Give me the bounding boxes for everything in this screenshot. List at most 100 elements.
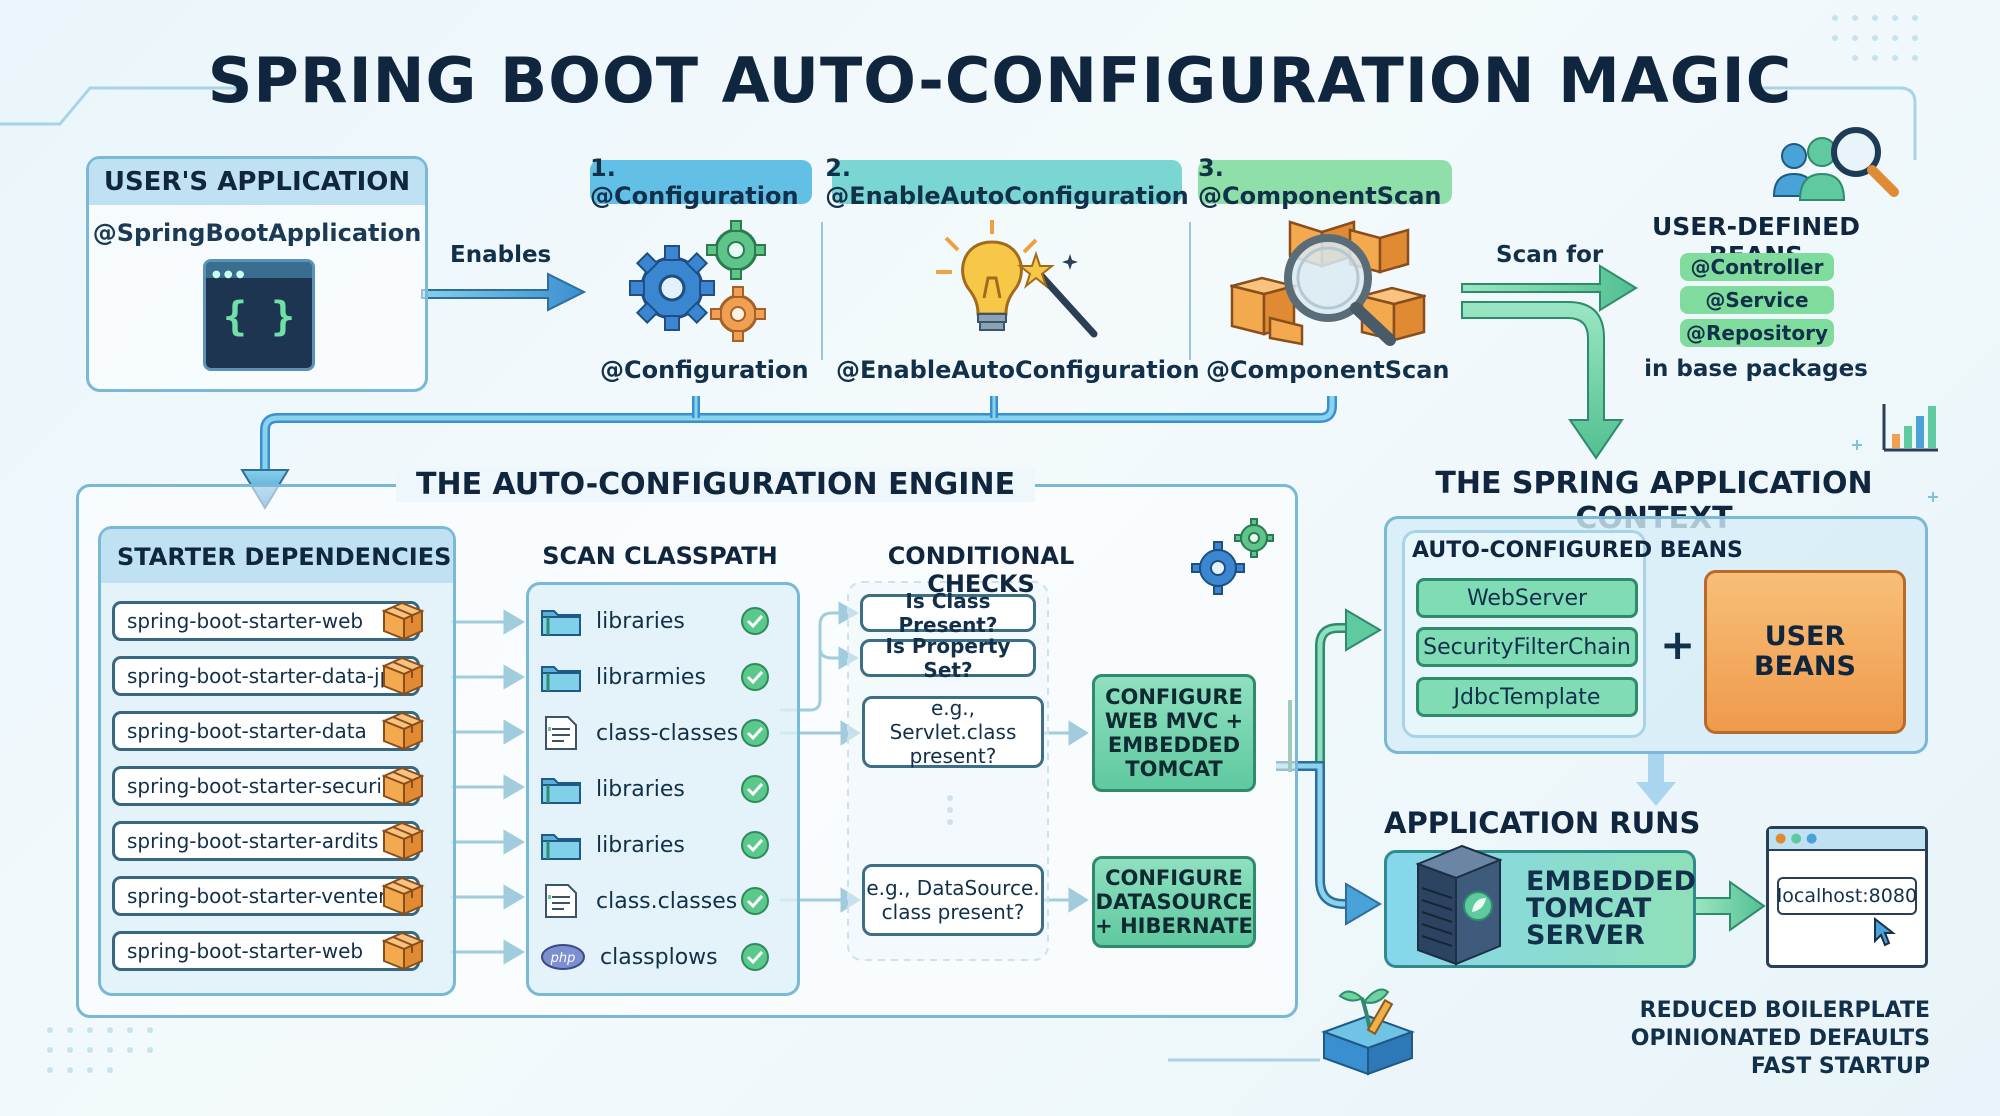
application-runs-header: APPLICATION RUNS [1384,806,1701,840]
check-property-set: Is Property Set? [860,634,1036,682]
classpath-item: libraries [540,598,776,644]
configure-web-mvc-box: CONFIGURE WEB MVC + EMBEDDED TOMCAT [1092,674,1256,792]
tag-enable-auto-configuration: 2. @EnableAutoConfiguration [825,154,1189,210]
base-packages-label: in base packages [1644,356,1868,382]
php-badge-text: php [550,951,576,966]
starter-dep-label: spring-boot-starter-ardits [127,829,379,853]
starter-dep-label: spring-boot-starter-data-jpa [127,664,405,688]
check-class-present: Is Class Present? [860,589,1036,637]
benefit-opinionated-defaults: OPINIONATED DEFAULTS [1630,1026,1930,1051]
starter-dep-3[interactable]: spring-boot-starter-data [112,711,420,751]
starter-dependencies-header: STARTER DEPENDENCIES [101,529,453,583]
example-datasource-class: e.g., DataSource. class present? [862,864,1044,936]
tag-component-scan: 3. @ComponentScan [1198,154,1452,210]
webserver-bean: WebServer [1416,578,1638,618]
example-servlet-class: e.g., Servlet.class present? [862,696,1044,768]
package-box-icon [381,656,425,696]
classpath-item-label: class.classes [596,888,738,914]
classpath-item-label: librarmies [596,664,706,690]
folder-icon [541,666,581,692]
user-beans-label: USER BEANS [1754,621,1856,682]
scan-classpath-header: SCAN CLASSPATH [542,542,778,570]
bar-chart-icon [1882,404,1938,452]
service-bean: @Service [1680,286,1834,314]
folder-icon [541,834,581,860]
document-icon [545,884,577,918]
classpath-item-label: libraries [596,776,685,802]
caption-configuration: @Configuration [600,356,809,384]
starter-dep-label: spring-boot-starter-data [127,719,367,743]
boxes-magnifier-icon [1230,220,1426,346]
user-beans-box: USER BEANS [1704,570,1906,734]
benefit-fast-startup: FAST STARTUP [1750,1054,1930,1079]
package-box-icon [381,766,425,806]
caption-component-scan: @ComponentScan [1206,356,1450,384]
controller-bean: @Controller [1680,253,1834,281]
embedded-tomcat-server-label: EMBEDDED TOMCAT SERVER [1526,866,1697,951]
starter-dep-label: spring-boot-starter-web [127,609,364,633]
security-filter-chain-bean: SecurityFilterChain [1416,627,1638,667]
starter-dep-5[interactable]: spring-boot-starter-ardits [112,821,420,861]
benefit-reduced-boilerplate: REDUCED BOILERPLATE [1639,998,1930,1023]
starter-dep-label: spring-boot-starter-web [127,939,364,963]
folder-icon [541,610,581,636]
lightbulb-wand-icon [936,220,1098,338]
page-title: SPRING BOOT AUTO-CONFIGURATION MAGIC [207,44,1793,117]
classpath-item-label: classplows [600,944,718,970]
starter-dep-7[interactable]: spring-boot-starter-web [112,931,420,971]
check-icon [741,663,769,691]
classpath-item-label: libraries [596,832,685,858]
starter-dep-2[interactable]: spring-boot-starter-data-jpa [112,656,420,696]
users-application-header: USER'S APPLICATION [89,159,425,205]
code-window-icon: ● ● ● { } [203,259,315,371]
gears-icon [629,220,766,342]
auto-configuration-engine-title: THE AUTO-CONFIGURATION ENGINE [396,467,1036,502]
starter-dep-label: spring-boot-starter-venter [127,884,387,908]
package-box-icon [381,931,425,971]
auto-configured-beans-header: AUTO-CONFIGURED BEANS [1412,538,1743,563]
package-box-icon [381,711,425,751]
code-braces: { } [222,294,296,340]
classpath-item: class.classes [540,878,776,924]
folder-icon [541,778,581,804]
small-gears-icon [1191,518,1274,595]
classpath-item-label: class-classes [596,720,739,746]
check-icon [741,607,769,635]
starter-dep-1[interactable]: spring-boot-starter-web [112,601,420,641]
php-icon: php [541,944,585,970]
caption-enable-auto-configuration: @EnableAutoConfiguration [836,356,1200,384]
classpath-item: libraries [540,766,776,812]
package-box-icon [381,601,425,641]
starter-dep-label: spring-boot-starter-securic [127,774,393,798]
check-icon [741,943,769,971]
plus-sign: + [1660,620,1696,669]
document-icon [545,716,577,750]
scan-for-label: Scan for [1496,242,1604,268]
classpath-item: php classplows [540,934,776,980]
cursor-icon [1874,917,1896,947]
classpath-item-label: libraries [596,608,685,634]
check-icon [741,719,769,747]
configure-datasource-box: CONFIGURE DATASOURCE + HIBERNATE [1092,856,1256,948]
tag-configuration: 1. @Configuration [590,154,812,210]
classpath-item: librarmies [540,654,776,700]
plant-toolbox-icon [1321,988,1415,1076]
url-bar[interactable]: localhost:8080 [1777,877,1917,915]
check-icon [741,831,769,859]
check-icon [741,887,769,915]
starter-dep-4[interactable]: spring-boot-starter-securic [112,766,420,806]
users-application-panel: USER'S APPLICATION @SpringBootApplicatio… [86,156,428,392]
users-search-icon [1772,127,1899,201]
browser-window[interactable]: ● ● ● localhost:8080 [1766,826,1928,968]
jdbc-template-bean: JdbcTemplate [1416,677,1638,717]
starter-dep-6[interactable]: spring-boot-starter-venter [112,876,420,916]
server-icon [1415,844,1503,966]
check-icon [741,775,769,803]
spring-boot-application-annotation: @SpringBootApplication [92,219,422,247]
repository-bean: @Repository [1680,319,1834,347]
package-box-icon [381,876,425,916]
conditional-checks-header: CONDITIONAL CHECKS [887,542,1075,598]
enables-label: Enables [450,242,552,268]
classpath-item: libraries [540,822,776,868]
classpath-item: class-classes [540,710,776,756]
